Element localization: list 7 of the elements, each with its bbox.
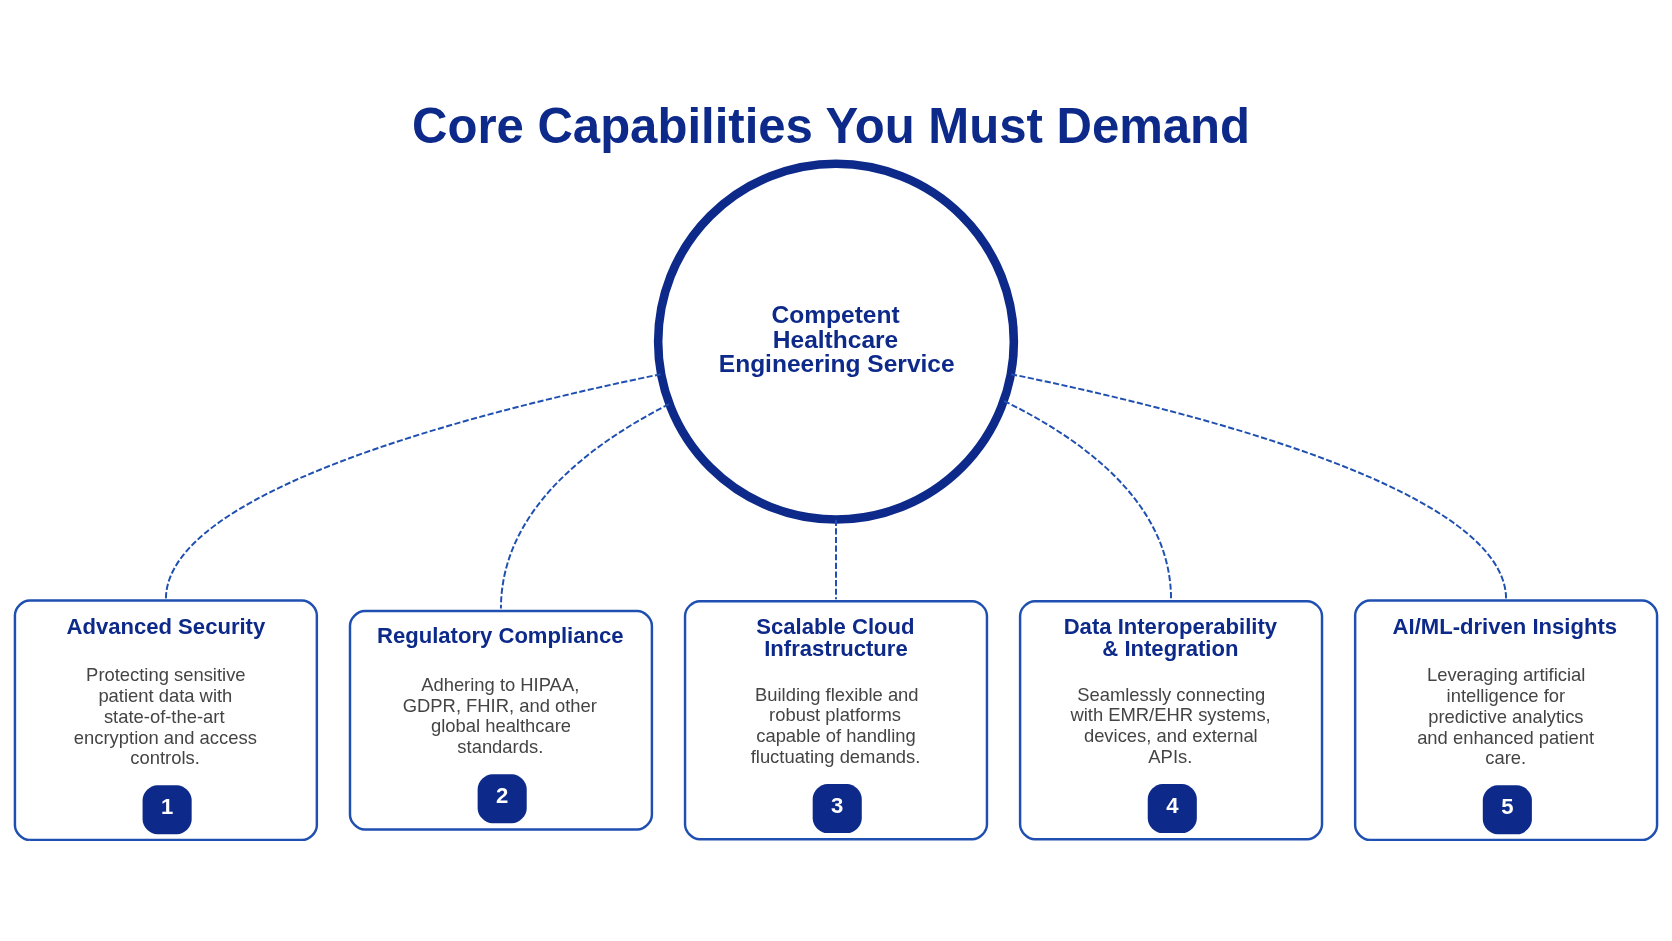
connector: [1010, 373, 1508, 601]
connector: [164, 373, 662, 601]
connector: [499, 403, 670, 610]
diagram-title: Core Capabilities You Must Demand: [411, 98, 1251, 153]
connector: [1003, 400, 1173, 601]
node-circle: Competent Healthcare Engineering Service: [653, 159, 1019, 524]
connector: [835, 518, 837, 601]
